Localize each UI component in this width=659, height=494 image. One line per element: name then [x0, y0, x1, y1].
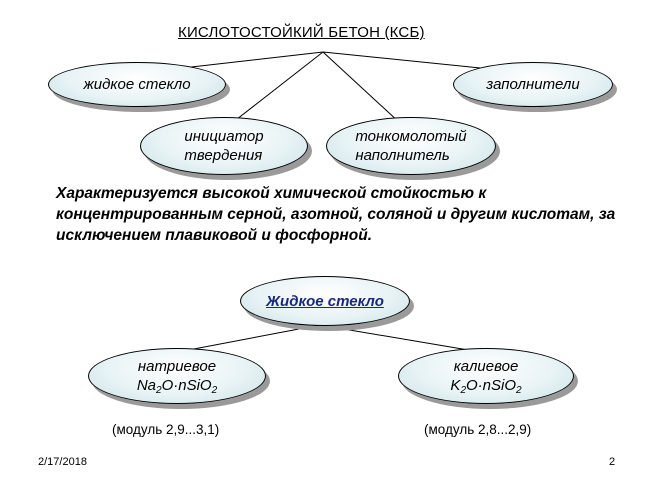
node-fillers: заполнители — [453, 62, 613, 107]
potassium-formula: K2O·nSiO2 — [450, 377, 522, 396]
sodium-modulus: (модуль 2,9...3,1) — [112, 422, 220, 437]
footer-date: 2/17/2018 — [38, 456, 87, 468]
node-fine-filler: тонкомолотый наполнитель — [326, 117, 496, 175]
potassium-modulus: (модуль 2,8...2,9) — [424, 422, 532, 437]
page-title: КИСЛОТОСТОЙКИЙ БЕТОН (КСБ) — [178, 24, 425, 41]
node-fillers-label: заполнители — [486, 76, 580, 93]
footer-page-number: 2 — [609, 456, 616, 468]
sodium-name: натриевое — [137, 358, 217, 375]
node-liquid-glass: жидкое стекло — [48, 62, 226, 107]
node-liquid-glass-label: жидкое стекло — [83, 76, 191, 93]
node-liquid-glass-root: Жидкое стекло — [240, 276, 410, 326]
node-initiator-line1: инициатор — [184, 128, 264, 145]
sodium-formula: Na2O·nSiO2 — [136, 377, 218, 396]
node-initiator-line2: твердения — [184, 147, 263, 164]
node-sodium-glass: натриевое Na2O·nSiO2 — [88, 348, 266, 404]
node-hardening-initiator: инициатор твердения — [140, 117, 308, 175]
description-text: Характеризуется высокой химической стойк… — [56, 185, 616, 244]
node-potassium-glass: калиевое K2O·nSiO2 — [398, 348, 574, 404]
potassium-name: калиевое — [453, 358, 519, 375]
node-fine-filler-line2: наполнитель — [355, 147, 450, 164]
liquid-glass-link[interactable]: Жидкое стекло — [266, 292, 384, 310]
node-fine-filler-line1: тонкомолотый — [355, 128, 467, 145]
